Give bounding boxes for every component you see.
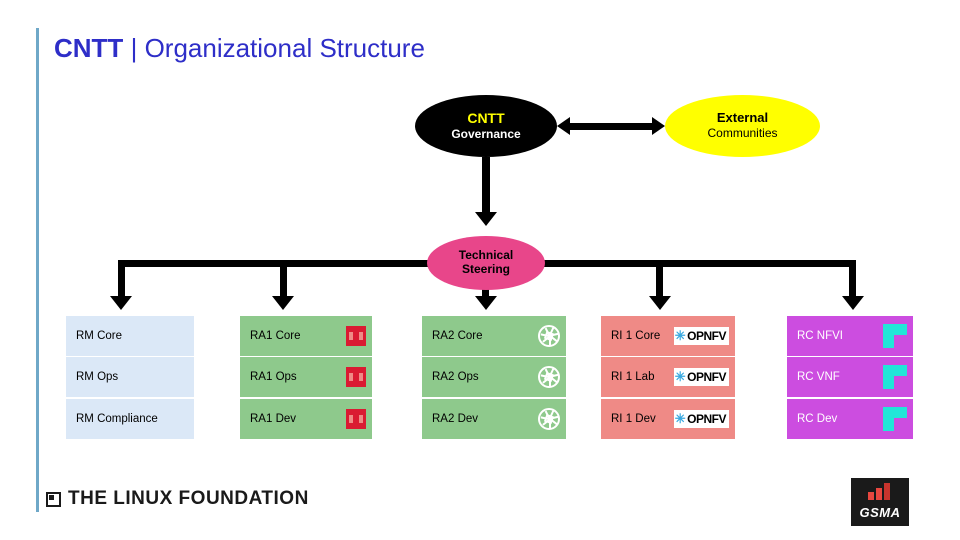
arrow-to-ra1-column-icon (272, 296, 294, 310)
title-strong: CNTT (54, 33, 124, 63)
arrow-to-rm-column-icon (110, 296, 132, 310)
box-label: RA1 Core (250, 330, 301, 342)
box-ra1-core[interactable]: RA1 Core (240, 316, 372, 356)
box-ri1-lab[interactable]: RI 1 Lab ✳OPNFV (601, 357, 735, 397)
openstack-icon (346, 367, 366, 387)
node-external-communities-line1: External (716, 110, 769, 126)
title-separator: | (130, 33, 138, 63)
connector-drop-ra1 (280, 260, 287, 298)
box-label: RC NFVI (797, 330, 843, 342)
box-ra2-dev[interactable]: RA2 Dev (422, 399, 566, 439)
connector-bus-right (542, 260, 856, 267)
box-label: RI 1 Dev (611, 413, 656, 425)
node-cntt-governance-line1: CNTT (467, 110, 505, 127)
onap-icon (883, 365, 907, 389)
kubernetes-icon (538, 408, 560, 430)
onap-icon (883, 324, 907, 348)
box-label: RC Dev (797, 413, 838, 425)
node-external-communities[interactable]: External Communities (665, 95, 820, 157)
box-ra1-dev[interactable]: RA1 Dev (240, 399, 372, 439)
box-label: RM Compliance (76, 413, 158, 425)
box-label: RI 1 Core (611, 330, 661, 342)
gsma-logo: GSMA (851, 478, 909, 526)
connector-governance-external (570, 123, 654, 130)
connector-drop-ri1 (656, 260, 663, 298)
box-label: RC VNF (797, 371, 840, 383)
box-rc-vnf[interactable]: RC VNF (787, 357, 913, 397)
gsma-wordmark: GSMA (859, 505, 901, 520)
arrow-to-steering-icon (475, 212, 497, 226)
connector-drop-ra2 (482, 288, 489, 298)
box-label: RM Core (76, 330, 123, 342)
kubernetes-icon (538, 325, 560, 347)
box-rm-compliance[interactable]: RM Compliance (66, 399, 194, 439)
onap-icon (883, 407, 907, 431)
box-rm-ops[interactable]: RM Ops (66, 357, 194, 397)
gsma-bars-icon (868, 483, 892, 500)
node-technical-steering[interactable]: Technical Steering (427, 236, 545, 290)
connector-drop-rc (849, 260, 856, 298)
node-external-communities-line2: Communities (707, 126, 778, 141)
box-label: RI 1 Lab (611, 371, 655, 383)
opnfv-icon: ✳OPNFV (673, 327, 729, 345)
node-technical-steering-line2: Steering (461, 262, 510, 276)
node-technical-steering-line1: Technical (458, 248, 514, 263)
connector-drop-rm (118, 260, 125, 298)
linux-foundation-wordmark: THE LINUX FOUNDATION (68, 488, 309, 509)
node-cntt-governance[interactable]: CNTT Governance (415, 95, 557, 157)
openstack-icon (346, 326, 366, 346)
kubernetes-icon (538, 366, 560, 388)
opnfv-icon: ✳OPNFV (673, 368, 729, 386)
box-rc-nfvi[interactable]: RC NFVI (787, 316, 913, 356)
box-ri1-dev[interactable]: RI 1 Dev ✳OPNFV (601, 399, 735, 439)
box-label: RA1 Ops (250, 371, 297, 383)
node-cntt-governance-line2: Governance (451, 127, 521, 142)
box-label: RA2 Ops (432, 371, 479, 383)
arrow-to-ra2-column-icon (475, 296, 497, 310)
arrow-to-rc-column-icon (842, 296, 864, 310)
box-ra2-core[interactable]: RA2 Core (422, 316, 566, 356)
box-label: RA2 Core (432, 330, 483, 342)
left-accent-rule (36, 28, 39, 512)
box-label: RA2 Dev (432, 413, 479, 425)
linux-foundation-logo: THE LINUX FOUNDATION (46, 488, 309, 510)
box-label: RM Ops (76, 371, 119, 383)
box-ra1-ops[interactable]: RA1 Ops (240, 357, 372, 397)
openstack-icon (346, 409, 366, 429)
opnfv-wordmark: OPNFV (687, 412, 726, 426)
box-ri1-core[interactable]: RI 1 Core ✳OPNFV (601, 316, 735, 356)
connector-bus-left (118, 260, 430, 267)
page-title: CNTT | Organizational Structure (54, 33, 425, 64)
box-ra2-ops[interactable]: RA2 Ops (422, 357, 566, 397)
box-label: RA1 Dev (250, 413, 297, 425)
connector-governance-steering (482, 157, 490, 213)
opnfv-wordmark: OPNFV (687, 370, 726, 384)
opnfv-icon: ✳OPNFV (673, 410, 729, 428)
opnfv-wordmark: OPNFV (687, 329, 726, 343)
arrow-to-ri1-column-icon (649, 296, 671, 310)
title-light: Organizational Structure (144, 33, 425, 63)
arrow-to-governance-icon (557, 117, 570, 135)
arrow-to-external-icon (652, 117, 665, 135)
box-rm-core[interactable]: RM Core (66, 316, 194, 356)
linux-foundation-mark-icon (46, 491, 61, 507)
box-rc-dev[interactable]: RC Dev (787, 399, 913, 439)
